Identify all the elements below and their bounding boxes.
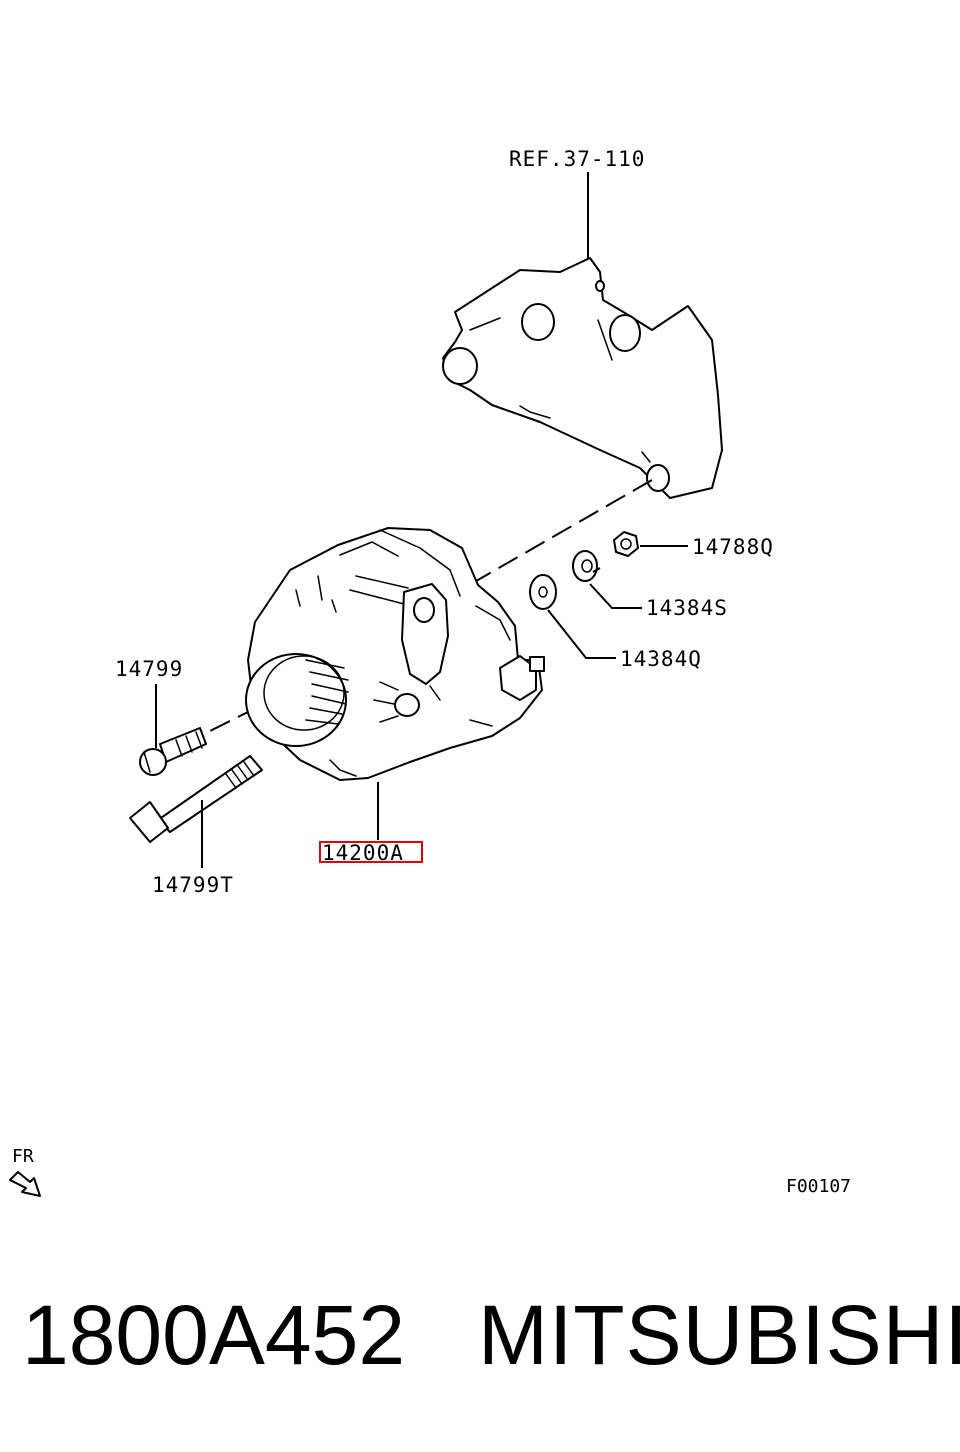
product-caption: 1800A452 MITSUBISHI	[0, 1280, 960, 1390]
washer-leader-line	[547, 609, 616, 659]
bolt	[139, 727, 207, 776]
mounting-bracket	[442, 257, 723, 499]
spring-washer-leader-line	[589, 583, 642, 609]
part-number: 1800A452	[22, 1288, 406, 1382]
alternator-highlight-box	[319, 841, 423, 863]
alternator	[245, 527, 545, 781]
spring-washer-label: 14384S	[646, 596, 728, 620]
long-bolt	[129, 755, 263, 843]
washer	[529, 574, 557, 610]
alternator-label: 14200A	[322, 841, 404, 865]
ref-label: REF.37-110	[509, 147, 645, 171]
direction-arrow-icon	[9, 1171, 41, 1197]
brand-name: MITSUBISHI	[478, 1288, 960, 1382]
long-bolt-label: 14799T	[152, 873, 234, 897]
nut	[613, 531, 639, 557]
spring-washer	[572, 550, 601, 582]
nut-label: 14788Q	[692, 535, 774, 559]
direction-label: FR	[12, 1146, 34, 1167]
bolt-label: 14799	[115, 657, 183, 681]
upper-mounting-axis	[449, 479, 653, 597]
washer-label: 14384Q	[620, 647, 702, 671]
figure-code: F00107	[786, 1176, 851, 1197]
